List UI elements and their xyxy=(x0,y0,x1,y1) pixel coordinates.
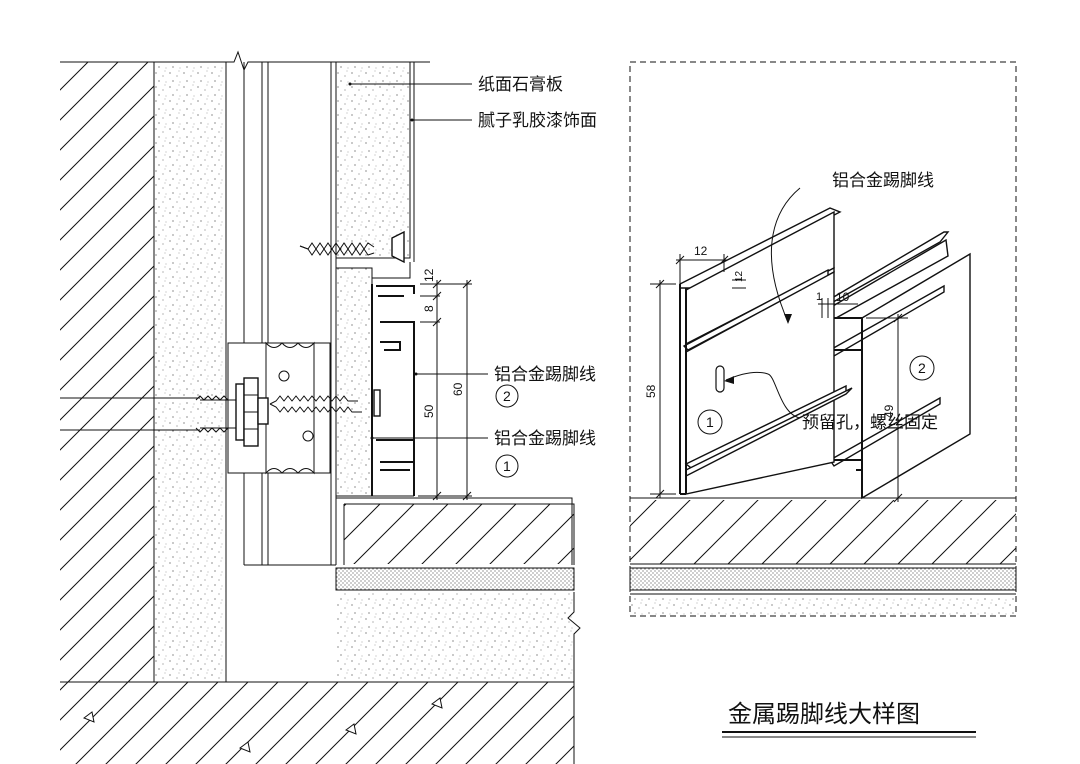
detail-marker-circle-1 xyxy=(697,409,723,435)
label-gypsum-board: 纸面石膏板 xyxy=(478,74,563,95)
screw-lower xyxy=(269,389,381,417)
detail-annotations: 铝合金踢脚线 预留孔，螺丝固定 1 2 xyxy=(697,171,938,435)
anchor-bolt xyxy=(60,377,269,447)
profile-2-iso xyxy=(825,231,971,500)
dim-12-top: 12 xyxy=(694,244,708,258)
label-skirting-2: 铝合金踢脚线 xyxy=(494,365,596,385)
right-detail: 12 12 58 1 10 49 铝合金踢脚线 xyxy=(629,61,1017,617)
left-annotations: 纸面石膏板 腻子乳胶漆饰面 铝合金踢脚线 2 铝合金踢脚线 1 xyxy=(348,74,597,478)
gypsum-board xyxy=(335,61,411,259)
detail-marker-2: 2 xyxy=(918,360,926,376)
dim-58: 58 xyxy=(644,384,658,398)
marker-1: 1 xyxy=(503,458,511,474)
dim-49: 49 xyxy=(882,404,896,418)
floor-mortar-layer xyxy=(335,567,575,591)
left-section: 12 8 50 60 xyxy=(60,50,581,764)
dim-1: 1 xyxy=(816,291,822,303)
skirting-profile-section xyxy=(371,284,415,497)
dim-12-small: 12 xyxy=(734,270,745,282)
lower-board xyxy=(335,267,373,497)
left-dimensions: 12 8 50 60 xyxy=(418,268,472,501)
detail-label-hole: 预留孔，螺丝固定 xyxy=(802,413,938,433)
drawing-title: 金属踢脚线大样图 xyxy=(728,700,920,728)
label-skirting-1: 铝合金踢脚线 xyxy=(494,429,596,449)
dim-12-left: 12 xyxy=(422,268,436,282)
floor-tile-hatch xyxy=(344,504,574,564)
detail-mortar-layer xyxy=(629,567,1017,591)
drawing-title-block: 金属踢脚线大样图 xyxy=(722,700,976,738)
dim-8: 8 xyxy=(422,305,436,312)
floor-base-layer xyxy=(336,592,574,682)
screw-upper xyxy=(299,230,405,264)
profile-1-iso xyxy=(679,207,853,495)
detail-marker-1: 1 xyxy=(706,414,714,430)
marker-2: 2 xyxy=(503,388,511,404)
dim-50: 50 xyxy=(422,404,436,418)
label-putty-paint: 腻子乳胶漆饰面 xyxy=(478,111,597,131)
slab-hatch xyxy=(60,682,574,764)
detail-dimensions: 12 12 58 1 10 49 xyxy=(644,244,908,503)
marker-circle-1 xyxy=(495,454,519,478)
detail-label-skirting: 铝合金踢脚线 xyxy=(832,171,934,191)
marker-circle-2 xyxy=(495,384,519,408)
detail-base-layer xyxy=(630,594,1016,616)
structural-wall-hatch xyxy=(60,62,154,682)
dim-10: 10 xyxy=(836,290,850,304)
detail-floor-hatch xyxy=(630,500,1016,564)
dim-60: 60 xyxy=(451,382,465,396)
detail-marker-circle-2 xyxy=(909,355,935,381)
plaster-layer xyxy=(154,62,226,682)
